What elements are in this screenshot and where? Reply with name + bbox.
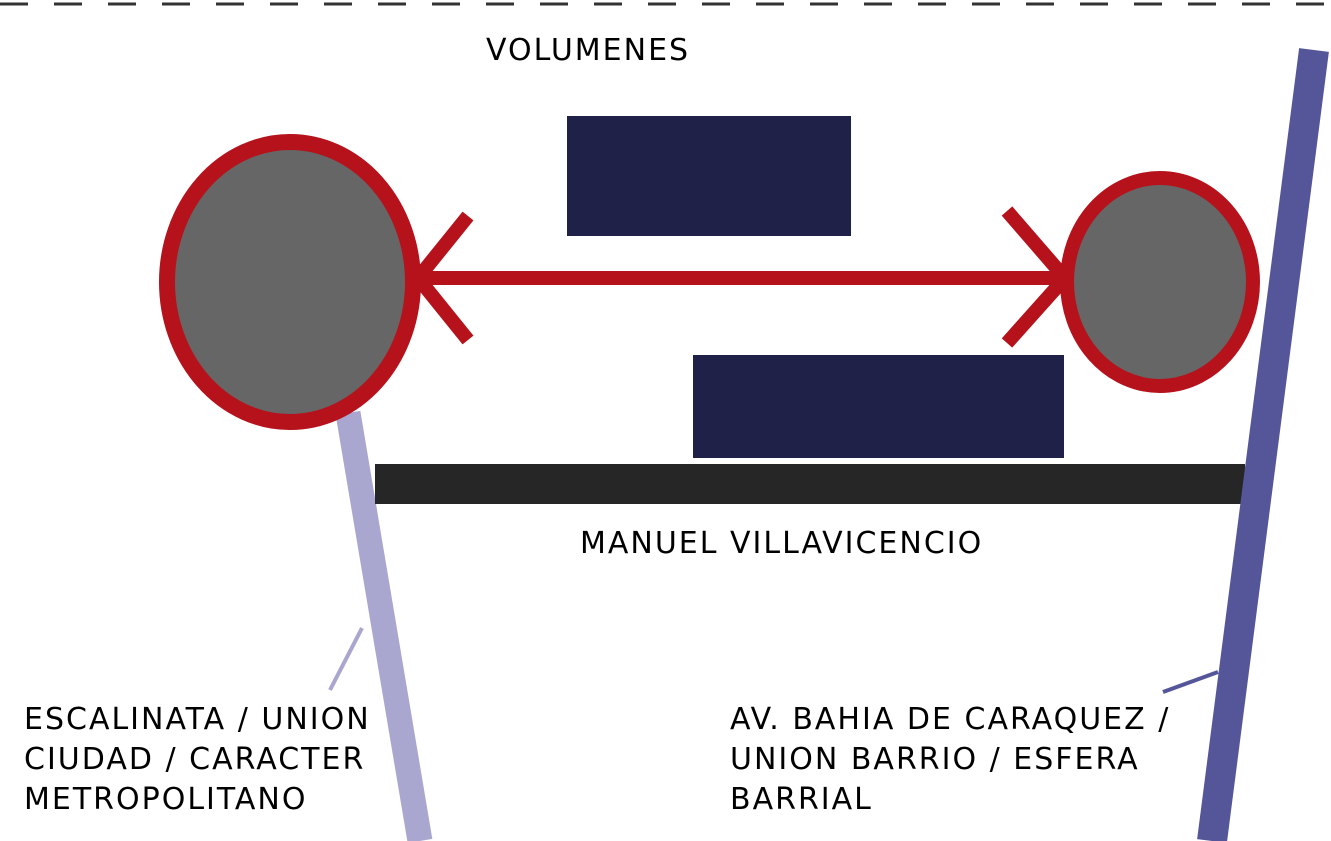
volumes-title: VOLUMENES [486, 33, 691, 68]
left-axis-label-line-2: CIUDAD / CARACTER [24, 742, 366, 777]
right-axis-label-line-1: AV. BAHIA DE CARAQUEZ / [730, 702, 1171, 737]
street-name-label: MANUEL VILLAVICENCIO [580, 526, 984, 561]
volume-block-bottom [693, 355, 1064, 458]
volume-block-top [567, 116, 851, 236]
right-axis-label: AV. BAHIA DE CARAQUEZ / UNION BARRIO / E… [730, 700, 1170, 820]
left-stair-axis [335, 410, 433, 841]
street-bar [375, 464, 1245, 504]
right-label-leader [1162, 670, 1219, 694]
left-axis-label: ESCALINATA / UNION CIUDAD / CARACTER MET… [24, 700, 371, 820]
left-label-leader [328, 627, 364, 691]
right-avenue-axis [1197, 48, 1329, 841]
right-axis-label-line-3: BARRIAL [730, 782, 873, 817]
node-large-left [159, 134, 421, 430]
node-small-right [1060, 171, 1260, 393]
left-axis-label-line-1: ESCALINATA / UNION [24, 702, 371, 737]
left-axis-label-line-3: METROPOLITANO [24, 782, 308, 817]
right-axis-label-line-2: UNION BARRIO / ESFERA [730, 742, 1140, 777]
